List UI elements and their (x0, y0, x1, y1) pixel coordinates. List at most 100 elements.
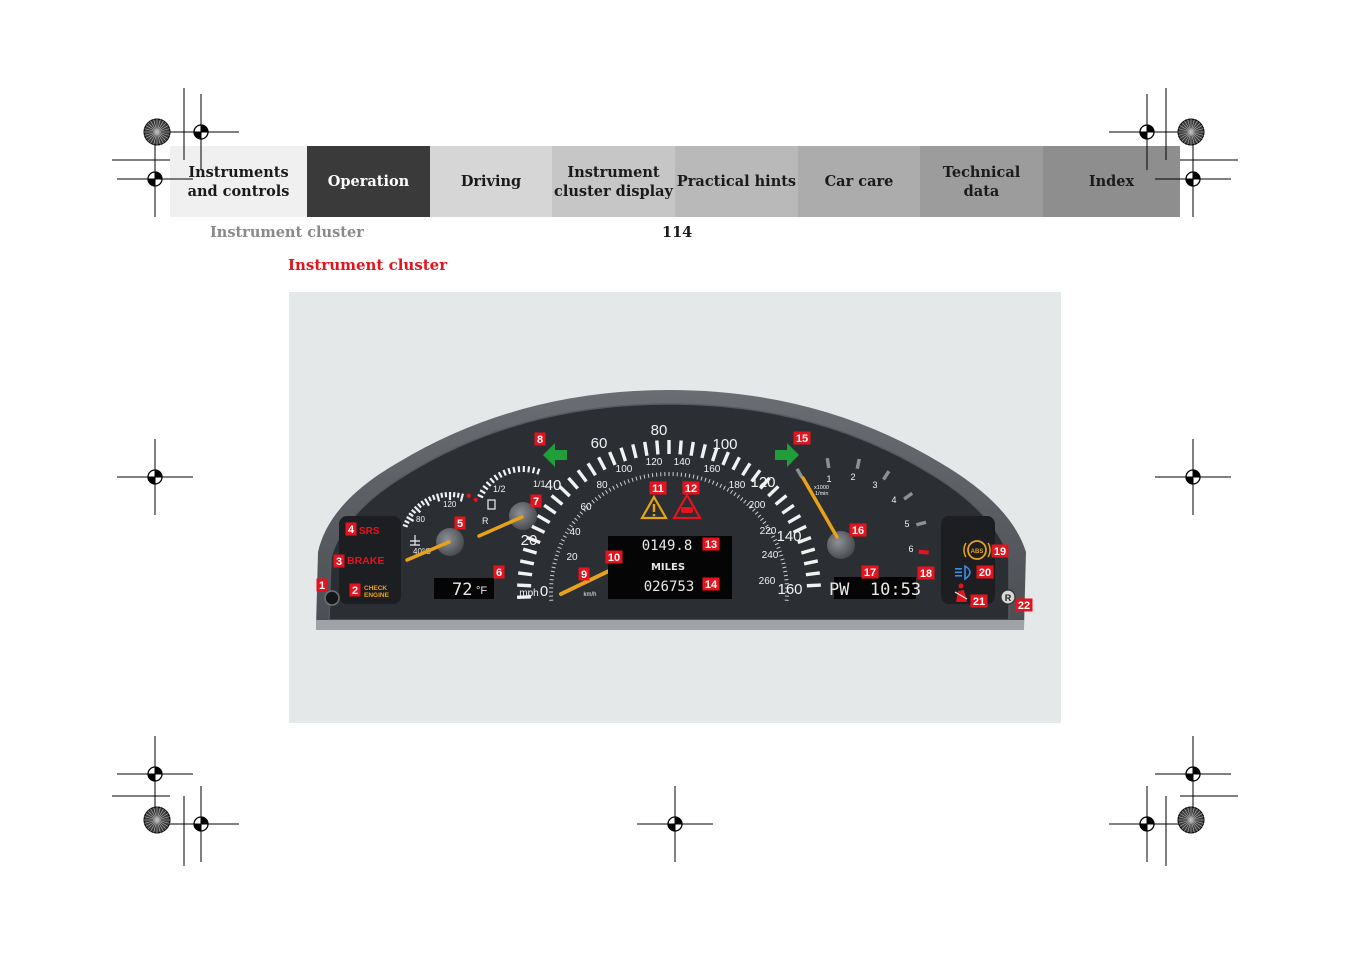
kmh-tick (552, 562, 557, 565)
kmh-tick (782, 566, 787, 569)
chapter-tab-7[interactable]: Technical data (920, 146, 1043, 217)
kmh-tick (639, 475, 642, 480)
callout-number: 13 (705, 539, 717, 551)
callout-number: 20 (979, 567, 991, 579)
mph-tick-label: 60 (591, 435, 608, 452)
speed-tick (643, 441, 649, 457)
kmh-tick (749, 505, 753, 509)
speed-tick (792, 524, 807, 534)
mph-tick-label: 80 (651, 422, 668, 439)
callout-number: 7 (533, 496, 539, 508)
coolant-tick (424, 498, 430, 507)
trip-odometer: 0149.8 (642, 538, 693, 554)
kmh-tick (579, 511, 584, 515)
callout-badge (917, 566, 935, 580)
callout-badge (1015, 598, 1033, 612)
chapter-tab-6[interactable]: Car care (798, 146, 920, 217)
kmh-tick (762, 521, 767, 525)
kmh-tick (612, 485, 615, 490)
speed-tick (558, 485, 571, 498)
kmh-tick (740, 497, 744, 501)
kmh-tick (569, 524, 574, 528)
kmh-tick (719, 483, 723, 488)
kmh-tick (696, 475, 699, 480)
outside-temperature-value: 72 (452, 580, 472, 600)
kmh-tick (746, 502, 750, 507)
speed-tick (797, 535, 812, 545)
reset-button-label: R (1005, 593, 1012, 603)
callout-badge (605, 550, 623, 564)
rpm-tick-label: 5 (904, 519, 909, 529)
kmh-tick (635, 476, 638, 481)
brake-lamp: BRAKE (347, 555, 384, 567)
breadcrumb: Instrument cluster (210, 224, 364, 241)
kmh-tick (623, 480, 627, 485)
speed-tick (758, 476, 771, 490)
coolant-tick (406, 516, 415, 522)
rpm-tick-label: 2 (850, 472, 855, 482)
speed-tick (655, 440, 660, 455)
speedometer-needle (559, 566, 617, 596)
coolant-tick (408, 512, 414, 518)
chapter-tab-4[interactable]: Instrument cluster display (552, 146, 675, 217)
distance-unit-label: MILES (651, 562, 685, 573)
speed-tick (576, 469, 588, 483)
coolant-tick (413, 505, 422, 514)
coolant-tick-label: 40°C (413, 547, 431, 556)
chapter-tab-3[interactable]: Driving (430, 146, 552, 217)
coolant-tick-label: 120 (443, 500, 457, 509)
kmh-tick (550, 570, 555, 573)
kmh-tick (723, 485, 726, 490)
reset-button[interactable] (1000, 589, 1016, 605)
coolant-tick-label: 80 (416, 515, 425, 524)
callout-number: 5 (457, 518, 463, 530)
callout-badge (970, 594, 988, 608)
fuel-tick (502, 469, 507, 476)
kmh-tick-label: 220 (760, 526, 777, 537)
fuel-tick (507, 467, 512, 475)
rpm-tick-label: 4 (891, 495, 896, 505)
chapter-tab-8[interactable]: Index (1043, 146, 1180, 217)
callout-number: 18 (920, 568, 932, 580)
callout-number: 22 (1018, 600, 1030, 612)
kmh-tick-label: 240 (762, 550, 779, 561)
coolant-tick (404, 519, 410, 524)
left-turn-signal-icon (543, 443, 567, 467)
callout-number: 21 (973, 596, 985, 608)
right-turn-signal-icon (775, 443, 799, 467)
fuel-tick (493, 474, 499, 481)
kmh-tick (574, 517, 578, 521)
kmh-tick (743, 499, 747, 504)
rpm-tick-label: 3 (872, 480, 877, 490)
coolant-red-mark (466, 493, 471, 498)
kmh-tick-label: 140 (674, 457, 691, 468)
kmh-tick-label: 200 (749, 500, 766, 511)
callout-badge (493, 565, 505, 579)
speed-tick (619, 447, 628, 462)
kmh-tick (553, 558, 558, 561)
coolant-temperature-gauge: 40°C 80 120 (402, 492, 471, 556)
callout-badge (649, 481, 667, 495)
instrument-lighting-knob[interactable] (324, 590, 340, 606)
kmh-tick (619, 482, 623, 487)
kmh-tick (767, 527, 772, 531)
speed-tick (550, 494, 564, 506)
chapter-tab-1[interactable]: Instruments and controls (170, 146, 307, 217)
seat-belt-warning-icon (954, 583, 968, 602)
rpm-tick (882, 470, 891, 481)
kmh-tick (608, 487, 612, 492)
fuel-tick (536, 468, 541, 475)
callout-badge (345, 522, 357, 536)
speed-tick (774, 494, 788, 506)
chapter-tab-2[interactable]: Operation (307, 146, 430, 217)
callout-badge (793, 431, 811, 445)
chapter-tab-5[interactable]: Practical hints (675, 146, 798, 217)
kmh-tick-label: 260 (759, 576, 776, 587)
headlamp-high-beam-icon (955, 564, 971, 581)
kmh-tick (774, 542, 779, 546)
